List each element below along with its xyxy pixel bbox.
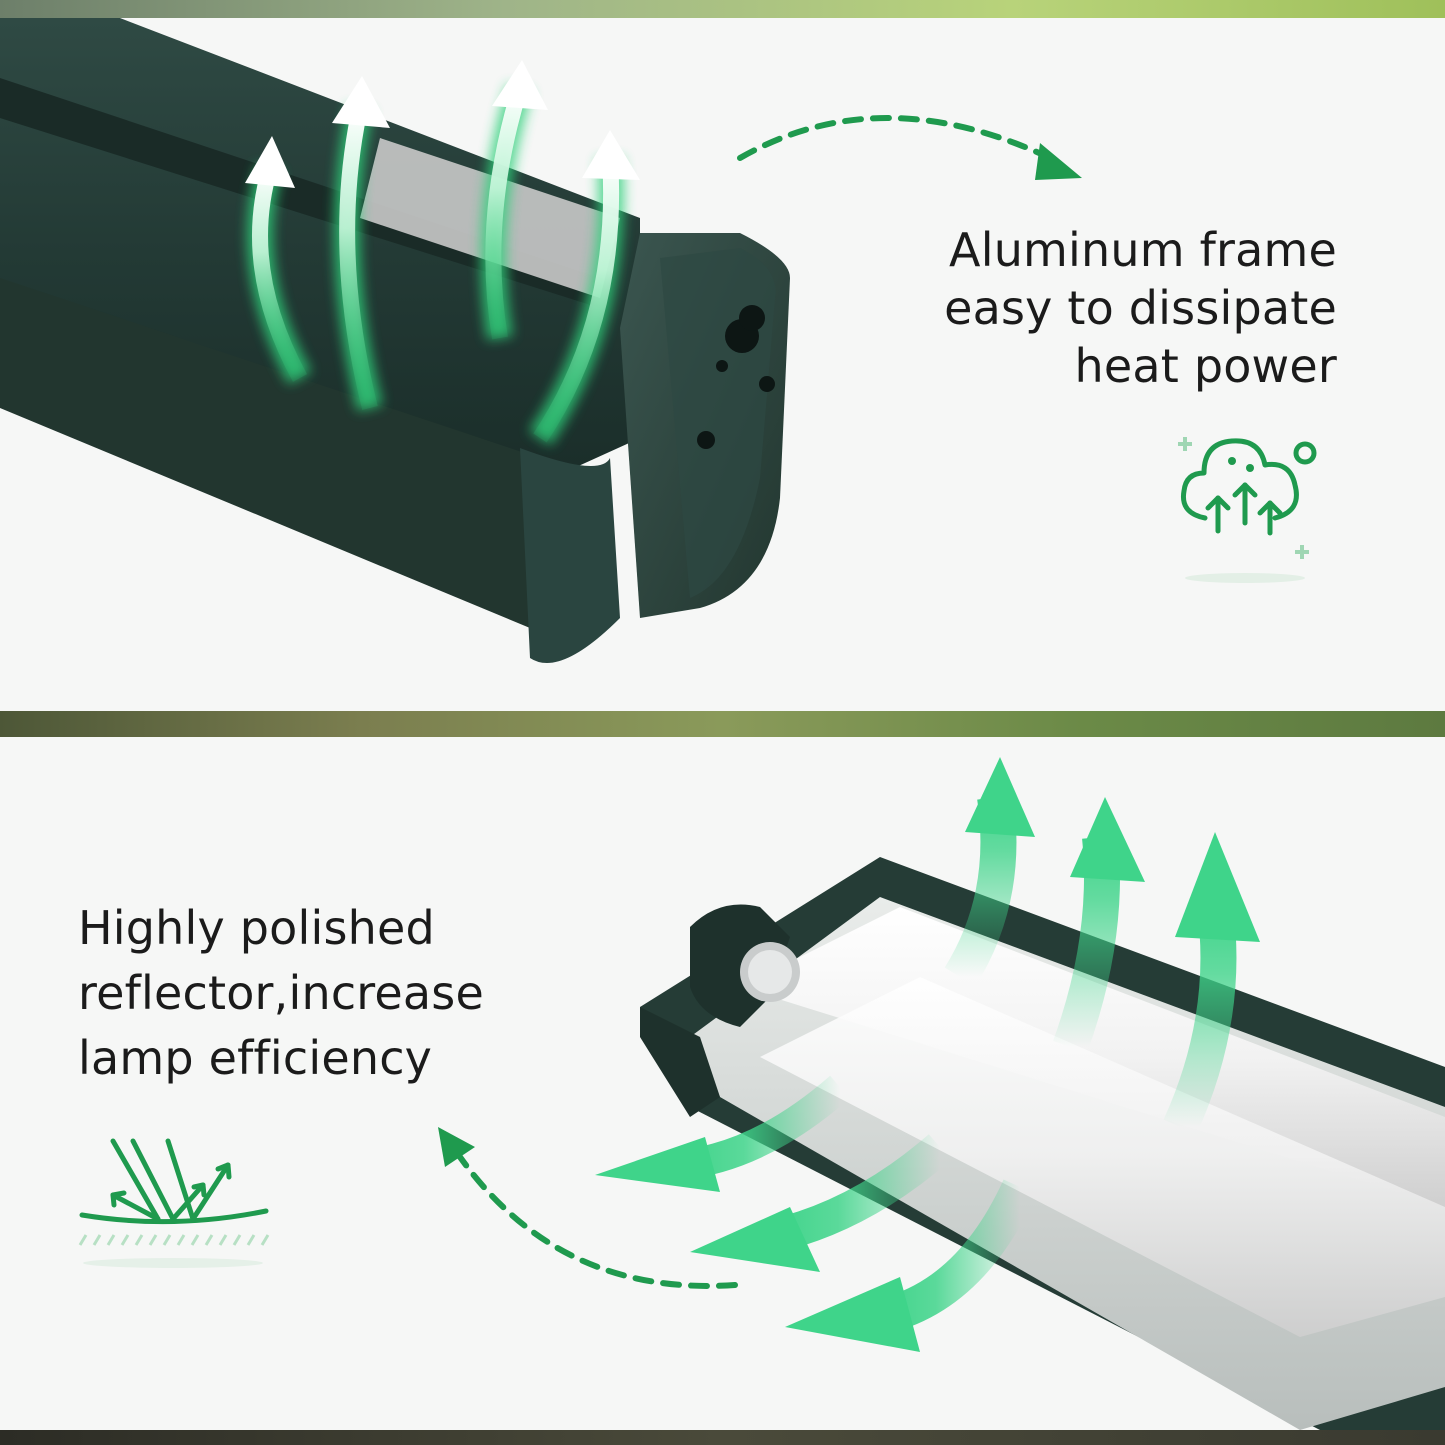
dashed-arc-arrow [737,115,1082,180]
heat-feature-line-1: Aluminum frame [949,223,1337,277]
middle-decorative-band [0,711,1445,737]
aluminum-fixture-illustration [0,18,1082,663]
light-reflection-icon [78,1138,270,1268]
fixture-end-cap [620,233,790,618]
top-decorative-band [0,0,1445,18]
dashed-arc-arrow [438,1127,738,1289]
reflector-feature-line-2: reflector,increase [78,966,484,1020]
reflector-panel: Highly polished reflector,increase lamp … [0,737,1445,1430]
reflector-feature-line-3: lamp efficiency [78,1031,433,1085]
heat-arrows [245,60,640,446]
reflected-light-arrows [595,1075,1037,1352]
reflector-feature-text: Highly polished reflector,increase lamp … [78,896,598,1091]
upward-light-arrows [944,757,1260,1135]
reflector-feature-line-1: Highly polished [78,901,435,955]
reflector-fixture-illustration [438,757,1445,1430]
fixture-body [0,18,640,663]
heat-feature-line-2: easy to dissipate [944,281,1337,335]
heat-feature-text: Aluminum frame easy to dissipate heat po… [817,221,1337,395]
bottom-decorative-band [0,1430,1445,1445]
reflector-housing [640,857,1445,1430]
heat-dissipation-panel: Aluminum frame easy to dissipate heat po… [0,18,1445,711]
tree-airflow-icon [1178,437,1317,583]
heat-feature-line-3: heat power [1074,339,1337,393]
